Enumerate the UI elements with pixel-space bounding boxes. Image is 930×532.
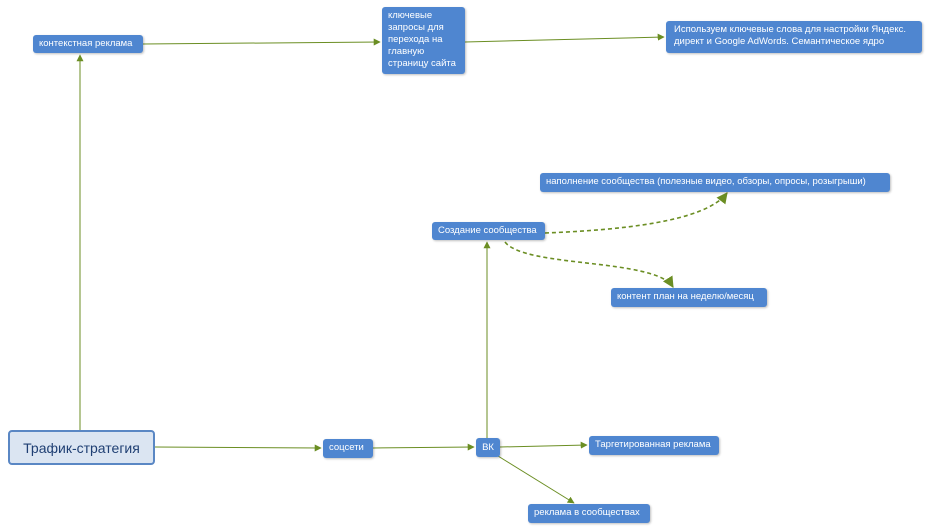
node-keywords-label: ключевые запросы для перехода на главную… [388, 10, 456, 69]
node-context-ads[interactable]: контекстная реклама [33, 35, 143, 53]
root-node-label: Трафик-стратегия [23, 439, 140, 456]
node-content-fill[interactable]: наполнение сообщества (полезные видео, о… [540, 173, 890, 192]
root-node-traffic-strategy[interactable]: Трафик-стратегия [8, 430, 155, 465]
node-social[interactable]: соцсети [323, 439, 373, 458]
edge-keywords-to-adwords [464, 33, 665, 43]
node-vk[interactable]: ВК [476, 438, 500, 457]
node-create-community[interactable]: Создание сообщества [432, 222, 545, 240]
node-community-ads-label: реклама в сообществах [534, 507, 640, 518]
node-social-label: соцсети [329, 442, 364, 453]
edge-vk-to-targeted-ads [499, 441, 588, 449]
node-adwords[interactable]: Используем ключевые слова для настройки … [666, 21, 922, 53]
node-create-community-label: Создание сообщества [438, 225, 537, 236]
node-vk-label: ВК [482, 441, 494, 453]
node-context-ads-label: контекстная реклама [39, 38, 133, 49]
edge-create-community-to-content-fill [544, 192, 728, 234]
edge-context-ads-to-keywords [142, 38, 381, 46]
node-community-ads[interactable]: реклама в сообществах [528, 504, 650, 523]
node-targeted-ads-label: Таргетированная реклама [595, 439, 711, 450]
node-content-plan[interactable]: контент план на неделю/месяц [611, 288, 767, 307]
node-adwords-label: Используем ключевые слова для настройки … [674, 24, 906, 47]
edge-root-to-social [154, 444, 322, 452]
node-content-fill-label: наполнение сообщества (полезные видео, о… [546, 176, 866, 187]
node-targeted-ads[interactable]: Таргетированная реклама [589, 436, 719, 455]
edge-vk-to-community-ads [497, 455, 575, 504]
node-keywords[interactable]: ключевые запросы для перехода на главную… [382, 7, 465, 74]
edge-social-to-vk [372, 443, 475, 451]
edge-create-community-to-content-plan [504, 241, 674, 288]
node-content-plan-label: контент план на неделю/месяц [617, 291, 754, 302]
